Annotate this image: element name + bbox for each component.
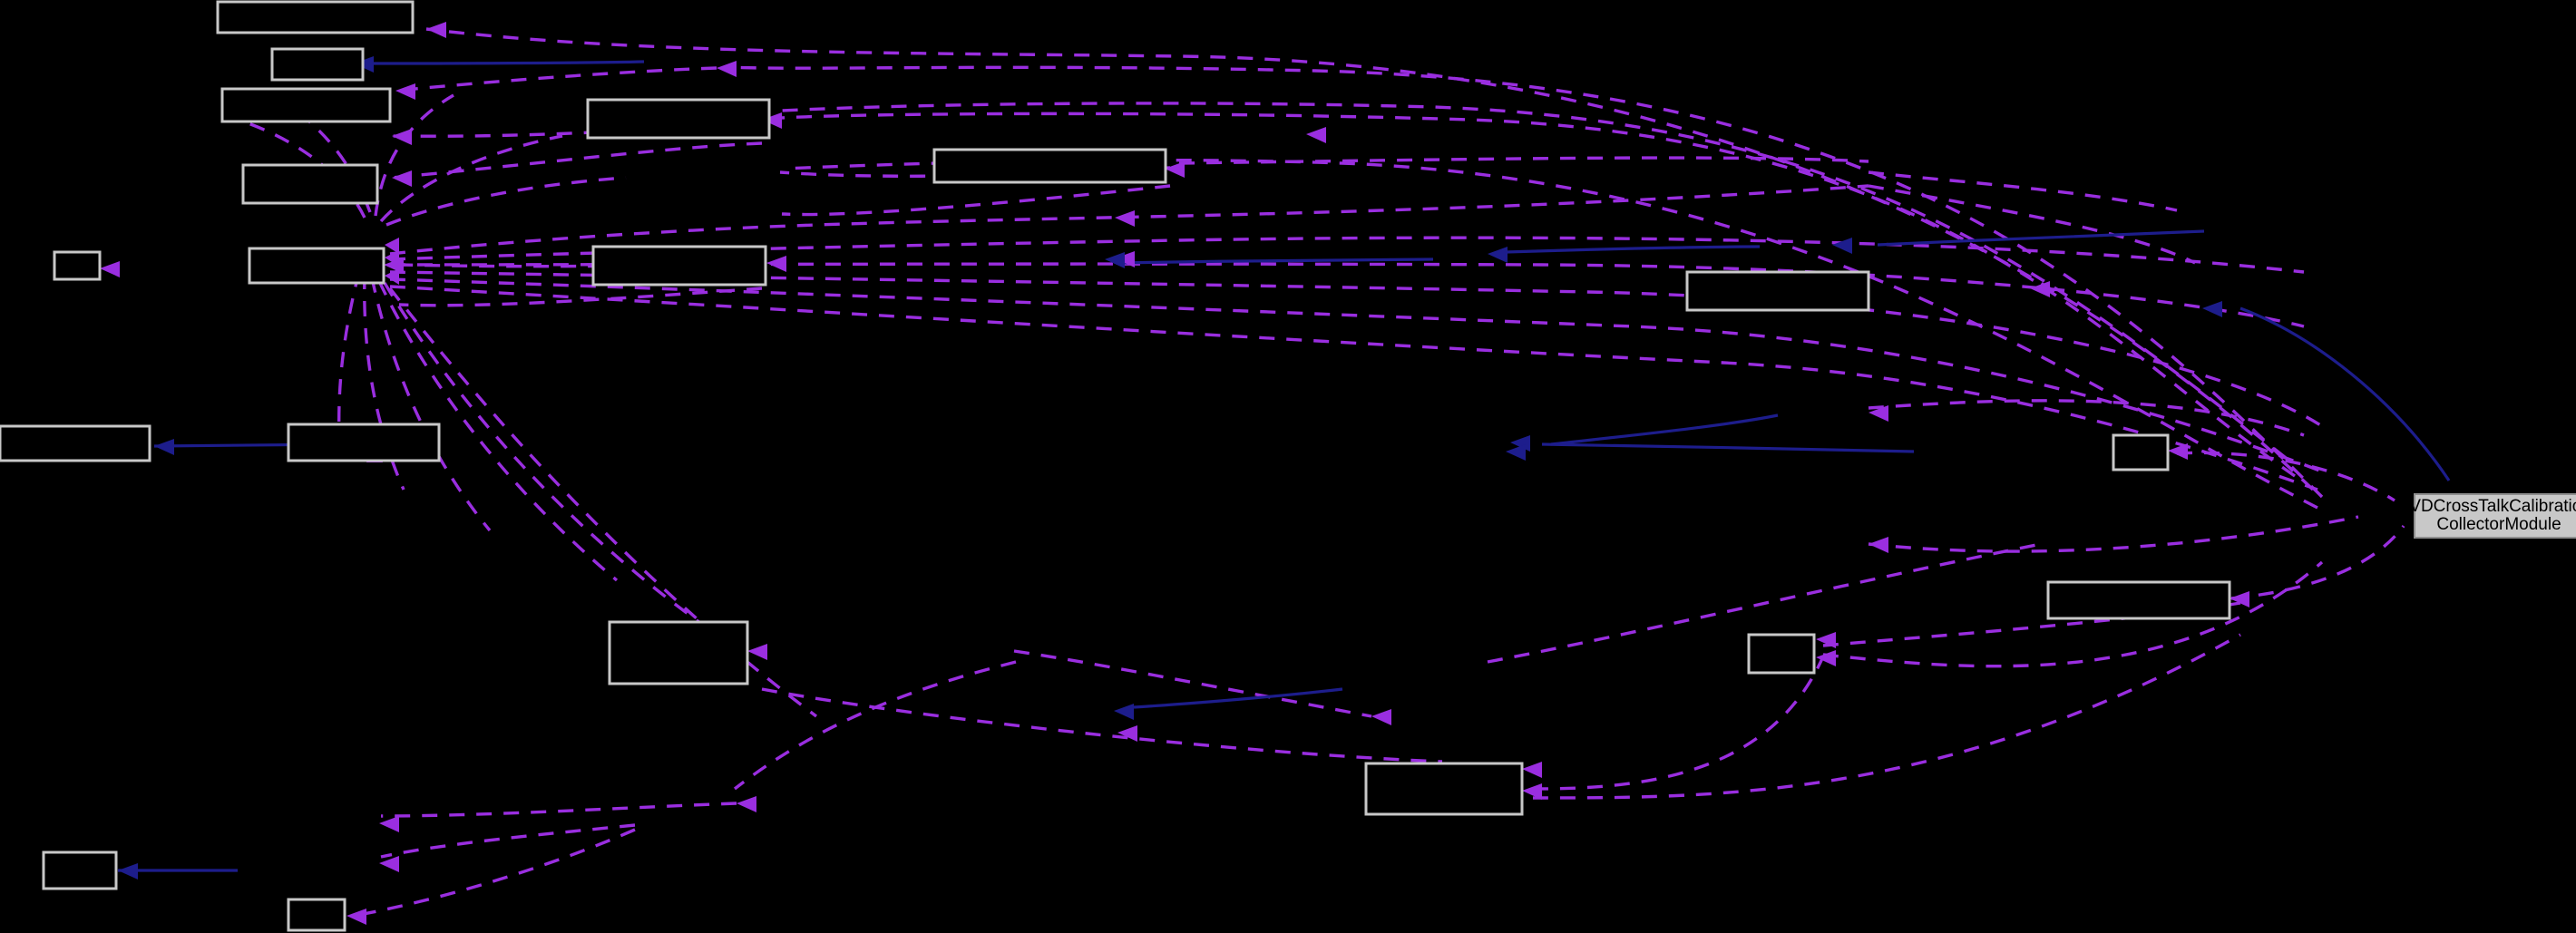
graph-node[interactable] [42, 850, 118, 890]
solid-edge-group [118, 60, 2451, 872]
graph-node[interactable] [287, 898, 346, 932]
graph-node[interactable] [270, 47, 365, 82]
graph-node[interactable] [53, 250, 102, 281]
graph-node[interactable] [1747, 633, 1816, 675]
graph-node[interactable] [608, 620, 749, 685]
root-node-label-line-2: CollectorModule [2436, 515, 2561, 534]
node-group [0, 0, 2231, 932]
graph-node[interactable] [591, 245, 767, 287]
graph-node[interactable] [2112, 433, 2170, 471]
root-node-rect[interactable] [2414, 493, 2576, 539]
graph-node[interactable] [586, 98, 771, 140]
graph-node[interactable] [220, 87, 392, 123]
root-node-label-line-1: SVDCrossTalkCalibrations [2398, 497, 2576, 516]
root-node[interactable]: SVDCrossTalkCalibrationsCollectorModule [2398, 493, 2576, 539]
graph-node[interactable] [1685, 270, 1870, 312]
graph-node[interactable] [216, 0, 415, 34]
dashed-edge-group [217, 27, 2405, 918]
graph-node[interactable] [241, 163, 379, 205]
graph-node[interactable] [287, 423, 441, 462]
graph-node[interactable] [2046, 580, 2231, 620]
graph-node[interactable] [932, 148, 1167, 184]
graph-node[interactable] [1364, 762, 1524, 816]
arrowhead-group [100, 22, 2249, 925]
graph-node[interactable] [248, 247, 385, 285]
graph-node[interactable] [0, 424, 151, 462]
